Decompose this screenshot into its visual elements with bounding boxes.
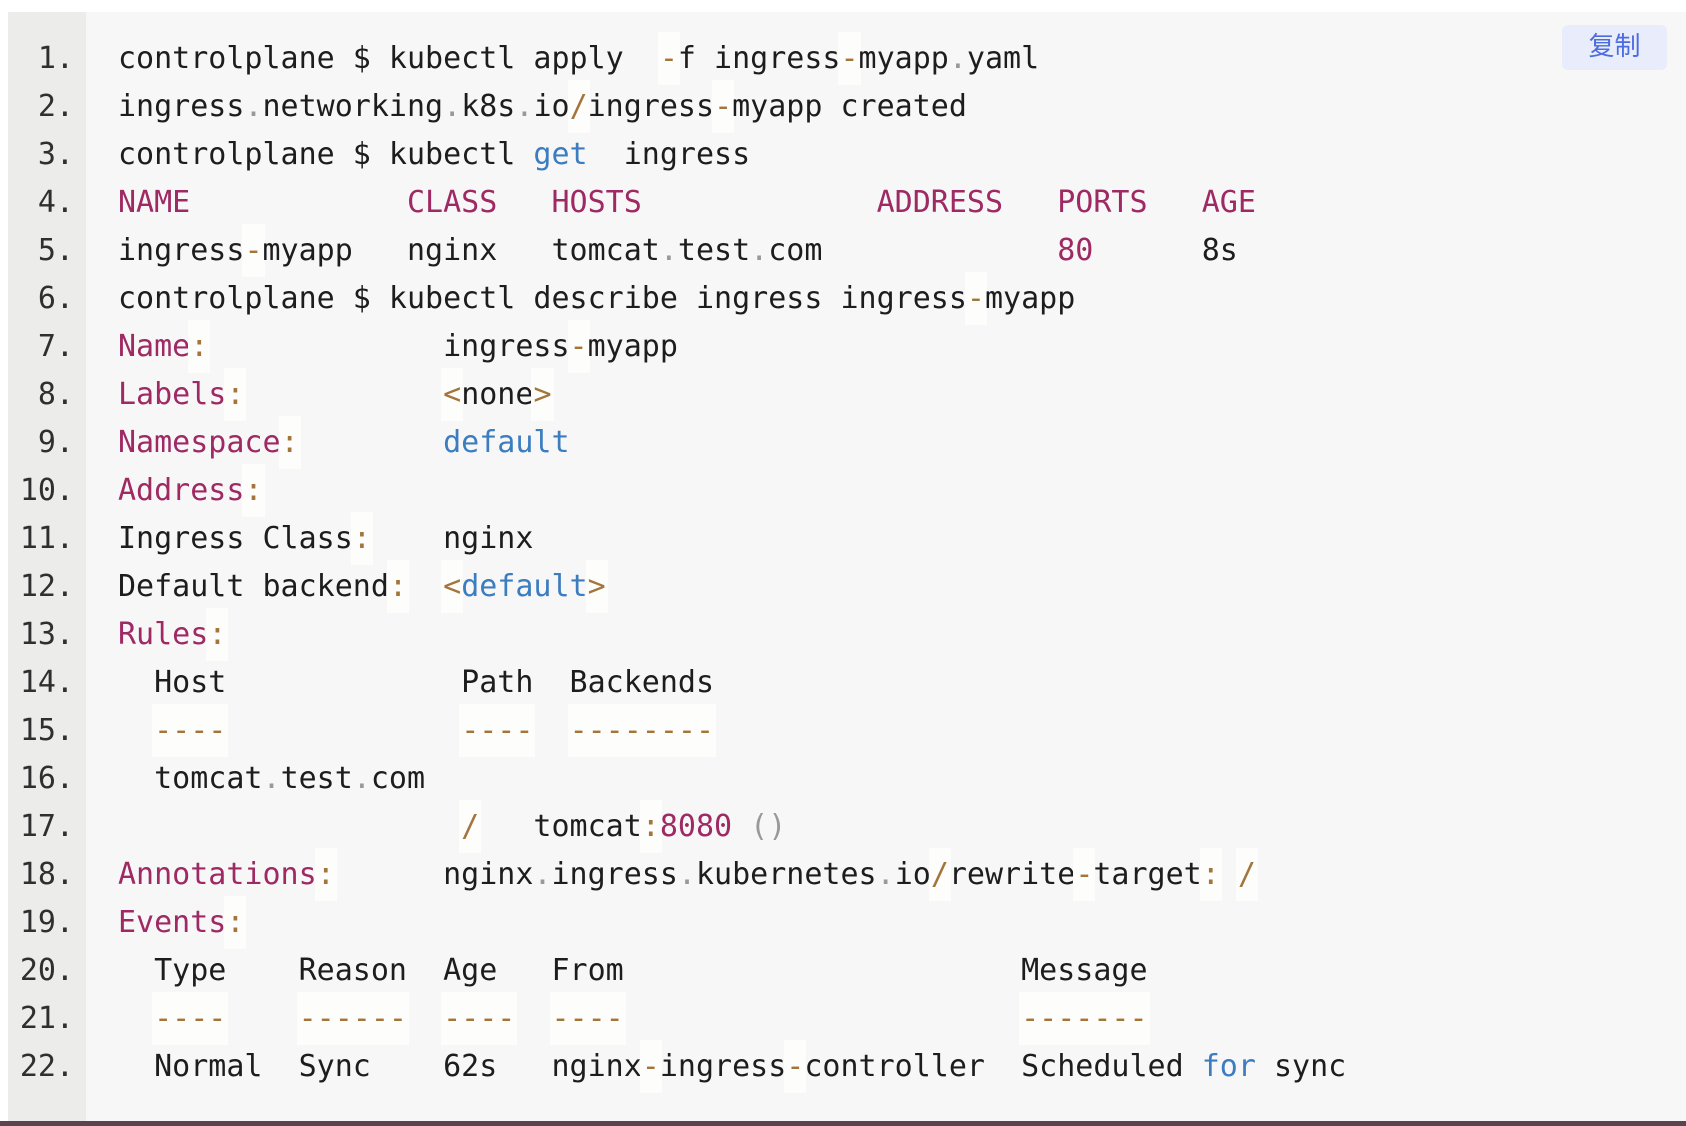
code-line: 1. controlplane $ kubectl apply -f ingres… (8, 34, 1686, 83)
code-line: 11. Ingress Class: nginx (8, 514, 1686, 563)
line-number: 5. (37, 233, 74, 268)
code-line-text: tomcat.test.com (118, 761, 426, 796)
code-line: 19. Events: (8, 898, 1686, 947)
line-number: 21. (19, 1001, 74, 1036)
code-line: 3. controlplane $ kubectl get ingress (8, 131, 1686, 179)
line-number: 2. (37, 89, 74, 124)
code-line: 9. Namespace: default (8, 418, 1686, 467)
code-line: 8. Labels: <none> (8, 370, 1686, 419)
copy-button[interactable]: 复制 (1562, 25, 1667, 70)
line-number: 10. (19, 473, 74, 508)
line-number: 18. (19, 857, 74, 892)
code-line: 22. Normal Sync 62s nginx-ingress-contro… (8, 1042, 1686, 1091)
line-number: 11. (19, 521, 74, 556)
code-line-text: controlplane $ kubectl apply -f ingress-… (118, 34, 1039, 83)
code-line-text: Normal Sync 62s nginx-ingress-controller… (118, 1042, 1346, 1091)
line-number: 13. (19, 617, 74, 652)
line-number: 7. (37, 329, 74, 364)
code-line-text: Ingress Class: nginx (118, 514, 533, 563)
code-line: 15. ---- ---- -------- (8, 706, 1686, 755)
line-number: 1. (37, 41, 74, 76)
line-number: 4. (37, 185, 74, 220)
code-line-text: ---- ---- -------- (118, 706, 715, 755)
code-line-text: Annotations: nginx.ingress.kubernetes.io… (118, 850, 1256, 899)
line-number: 17. (19, 809, 74, 844)
code-line-text: controlplane $ kubectl describe ingress … (118, 274, 1075, 323)
line-number: 19. (19, 905, 74, 940)
code-line-text: Namespace: default (118, 418, 570, 467)
code-line-text: Name: ingress-myapp (118, 322, 678, 371)
code-line-text: / tomcat:8080 () (118, 802, 786, 851)
line-number: 20. (19, 953, 74, 988)
code-line-text: ---- ------ ---- ---- ------- (118, 994, 1148, 1043)
code-line: 17. / tomcat:8080 () (8, 802, 1686, 851)
bottom-divider-bar (0, 1121, 1686, 1126)
code-line: 16. tomcat.test.com (8, 755, 1686, 803)
line-number: 6. (37, 281, 74, 316)
line-number: 3. (37, 137, 74, 172)
line-number: 15. (19, 713, 74, 748)
code-line-text: Default backend: <default> (118, 562, 606, 611)
line-number: 9. (37, 425, 74, 460)
code-line-text: Labels: <none> (118, 370, 552, 419)
code-line: 12. Default backend: <default> (8, 562, 1686, 611)
code-line-text: Host Path Backends (118, 665, 715, 700)
code-line: 5. ingress-myapp nginx tomcat.test.com 80… (8, 226, 1686, 275)
code-line: 14. Host Path Backends (8, 659, 1686, 707)
code-line: 2. ingress.networking.k8s.io/ingress-myap… (8, 82, 1686, 131)
line-number: 22. (19, 1049, 74, 1084)
terminal-code-block: 1. controlplane $ kubectl apply -f ingres… (8, 12, 1686, 1126)
code-line: 21. ---- ------ ---- ---- ------- (8, 994, 1686, 1043)
code-line: 7. Name: ingress-myapp (8, 322, 1686, 371)
line-number: 12. (19, 569, 74, 604)
code-lines: 1. controlplane $ kubectl apply -f ingres… (8, 34, 1686, 1091)
line-number: 16. (19, 761, 74, 796)
code-line-text: Events: (118, 898, 245, 947)
code-line-text: controlplane $ kubectl get ingress (118, 137, 751, 172)
line-number: 14. (19, 665, 74, 700)
line-number: 8. (37, 377, 74, 412)
code-line: 18. Annotations: nginx.ingress.kubernetes… (8, 850, 1686, 899)
code-line: 13. Rules: (8, 610, 1686, 659)
code-line-text: ingress-myapp nginx tomcat.test.com 80 8… (118, 226, 1238, 275)
code-line-text: ingress.networking.k8s.io/ingress-myapp … (118, 82, 967, 131)
code-line-text: NAME CLASS HOSTS ADDRESS PORTS AGE (118, 185, 1256, 220)
code-line-text: Address: (118, 466, 263, 515)
code-line-text: Rules: (118, 610, 227, 659)
code-line: 6. controlplane $ kubectl describe ingres… (8, 274, 1686, 323)
code-line-text: Type Reason Age From Message (118, 953, 1148, 988)
code-line: 10. Address: (8, 466, 1686, 515)
code-line: 4. NAME CLASS HOSTS ADDRESS PORTS AGE (8, 179, 1686, 227)
code-line: 20. Type Reason Age From Message (8, 947, 1686, 995)
line-number-gutter (8, 12, 86, 1121)
